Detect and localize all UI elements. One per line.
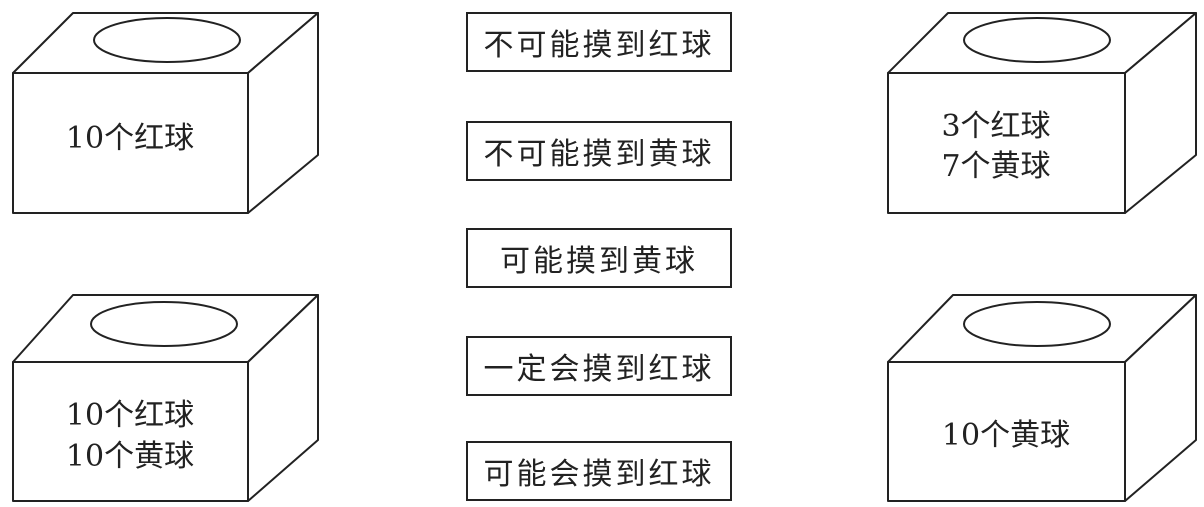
ball-box-4[interactable]: 10个黄球 (888, 295, 1196, 501)
box-label-line-1: 10个红球 (66, 121, 194, 156)
box-label-line-2: 10个黄球 (66, 439, 194, 474)
box-opening (94, 18, 240, 62)
ball-box-3[interactable]: 3个红球 7个黄球 (888, 13, 1196, 213)
box-label-line-1: 10个红球 (66, 398, 194, 433)
box-label-line-2: 7个黄球 (941, 149, 1050, 184)
statement-box-1[interactable]: 不可能摸到红球 (466, 12, 732, 72)
box-opening (91, 302, 237, 346)
box-label-line-1: 3个红球 (941, 109, 1050, 144)
box-label-line-1: 10个黄球 (942, 418, 1070, 453)
ball-box-1[interactable]: 10个红球 (13, 13, 318, 213)
statement-box-4[interactable]: 一定会摸到红球 (466, 336, 732, 396)
box-opening (964, 18, 1110, 62)
box-opening (964, 302, 1110, 346)
ball-box-2[interactable]: 10个红球 10个黄球 (13, 295, 318, 501)
statement-box-5[interactable]: 可能会摸到红球 (466, 441, 732, 501)
statement-box-2[interactable]: 不可能摸到黄球 (466, 121, 732, 181)
statement-box-3[interactable]: 可能摸到黄球 (466, 228, 732, 288)
